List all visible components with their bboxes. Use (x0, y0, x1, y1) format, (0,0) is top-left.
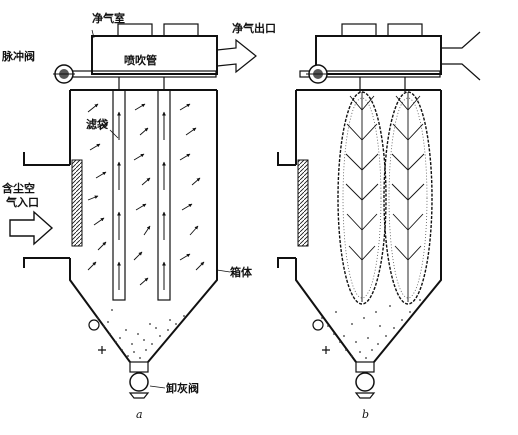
inlet-baffle-a (71, 159, 83, 247)
ash-valve-icon-b (355, 372, 375, 392)
dust-inlet-arrow (9, 210, 54, 246)
bag-flow-arrows-a (117, 111, 166, 290)
label-housing: 箱体 (230, 265, 253, 279)
diagram-a (9, 23, 257, 399)
top-cap-right-b (387, 23, 423, 37)
clean-outlet-arrow (216, 38, 257, 74)
label-dust-inlet-1: 含尘空 (1, 181, 35, 195)
label-clean-outlet: 净气出口 (232, 21, 276, 35)
label-ash-valve: 卸灰阀 (166, 381, 199, 395)
dust-flow-arrows-a (87, 103, 205, 286)
inlet-duct-b (277, 152, 296, 268)
dust-inlet-duct (23, 152, 70, 268)
ash-valve-icon-a (129, 372, 149, 392)
top-cap-left-a (117, 23, 153, 37)
hopper-port-b (312, 319, 324, 331)
label-filter-bag: 滤袋 (86, 117, 109, 131)
dust-deposit-b (321, 299, 421, 359)
outlet-duct-b (441, 31, 481, 81)
filter-bag-2-b (383, 91, 433, 305)
clean-air-chamber-a (91, 35, 218, 75)
filter-bag-1-b (337, 91, 387, 305)
housing-a (69, 89, 218, 363)
caption-a: a (136, 408, 143, 421)
clean-air-chamber-b (315, 35, 442, 75)
label-pulse-valve: 脉冲阀 (1, 49, 35, 63)
label-dust-inlet-2: 气入口 (5, 195, 39, 209)
hopper-port-a (88, 319, 100, 331)
top-cap-right-a (163, 23, 199, 37)
top-cap-left-b (341, 23, 377, 37)
caption-b: b (362, 408, 369, 421)
blow-pipe-b (299, 70, 441, 78)
diagram-b (277, 23, 481, 399)
housing-b (295, 89, 442, 363)
inlet-baffle-b (297, 159, 309, 247)
dust-deposit-a (97, 309, 185, 359)
label-clean-room: 净气室 (92, 11, 125, 25)
label-blow-pipe: 喷吹管 (124, 53, 157, 67)
